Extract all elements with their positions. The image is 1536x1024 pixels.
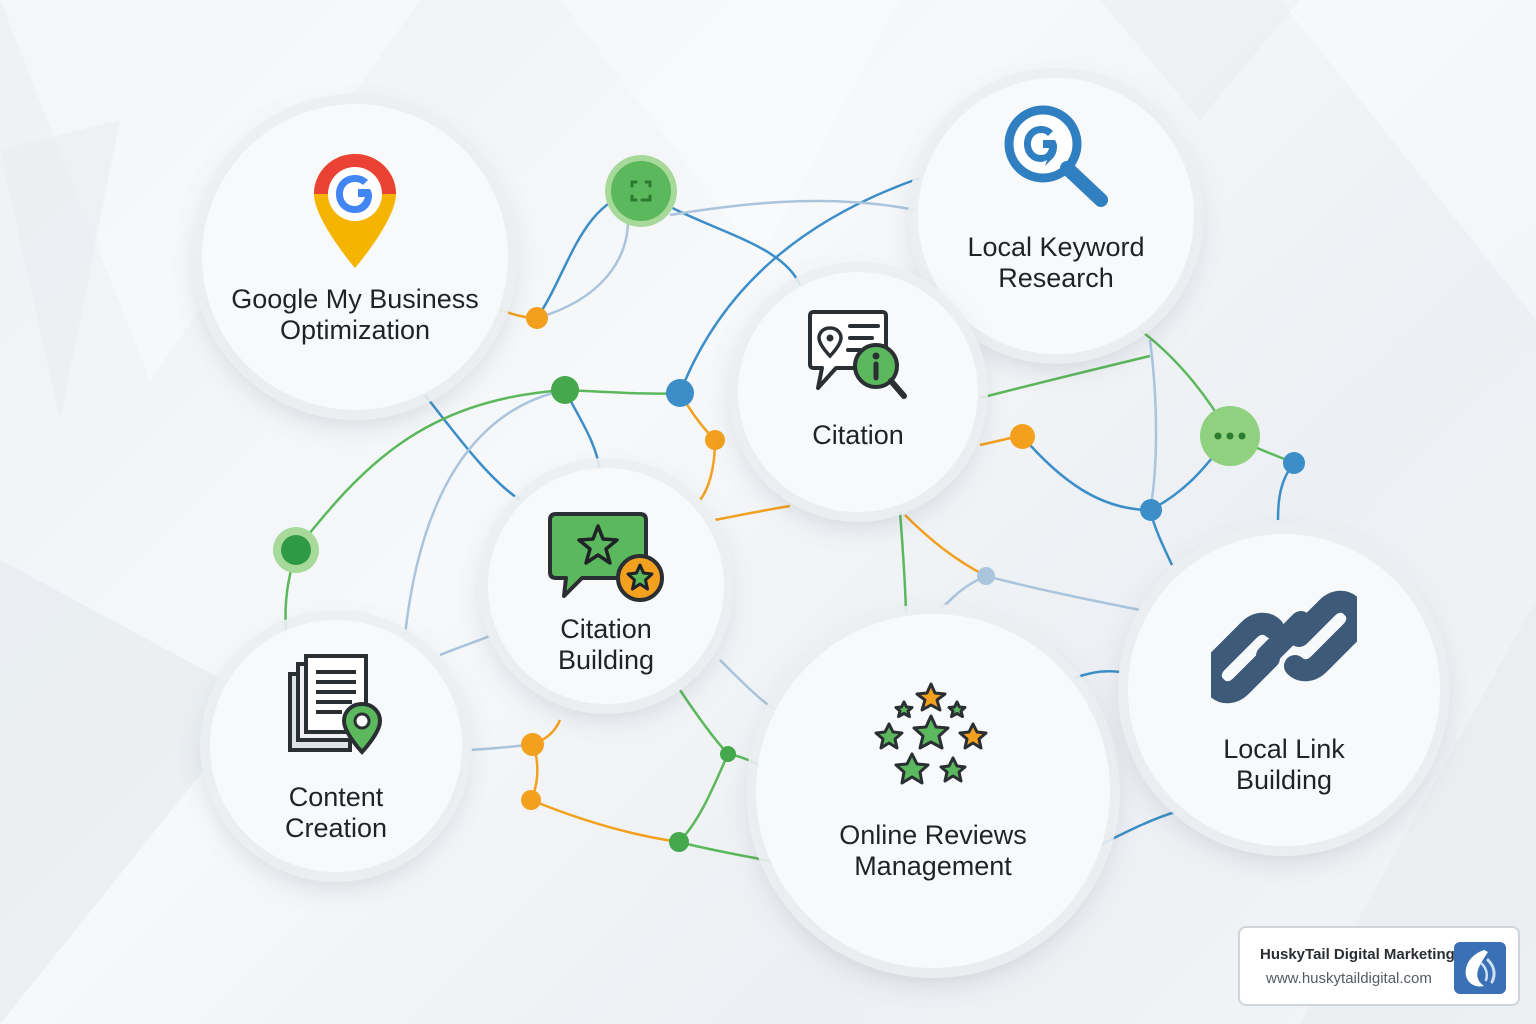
- junction-dot: [705, 430, 725, 450]
- connector-line: [904, 514, 987, 578]
- connector-line: [1148, 339, 1158, 511]
- brand-name: HuskyTail Digital Marketing: [1260, 946, 1455, 963]
- connector-line: [678, 176, 921, 394]
- junction-dot: [1010, 424, 1035, 449]
- node-label: Local Link Building: [1223, 734, 1345, 795]
- node-label: Content Creation: [284, 782, 388, 843]
- connector-line: [985, 574, 1141, 612]
- node-citation-building: Citation Building: [488, 468, 724, 704]
- connector-line: [1074, 670, 1121, 680]
- node-local-keyword-research: Local Keyword Research: [918, 78, 1194, 354]
- connector-line: [669, 199, 916, 217]
- document-location-icon: [288, 654, 383, 755]
- chain-link-icon: [1211, 590, 1357, 704]
- node-google-my-business: Google My Business Optimization: [202, 104, 508, 410]
- connector-line: [536, 214, 630, 320]
- connector-line: [424, 394, 521, 502]
- node-online-reviews-management: Online Reviews Management: [756, 614, 1110, 968]
- keyword-search-icon: [1004, 105, 1108, 207]
- junction-dot: [977, 567, 995, 585]
- google-map-pin-icon: [314, 154, 396, 268]
- connector-line: [719, 659, 776, 712]
- junction-dot: [551, 376, 579, 404]
- junction-dot: [521, 733, 544, 756]
- green-hub-dot: [273, 527, 319, 573]
- connector-line: [1021, 435, 1151, 512]
- chat-star-icon: [548, 512, 664, 602]
- connector-line: [295, 388, 566, 551]
- junction-dot: [1140, 499, 1162, 521]
- connector-line: [564, 388, 681, 395]
- connector-line: [1099, 810, 1176, 847]
- node-content-creation: Content Creation: [210, 620, 462, 872]
- connector-line: [898, 511, 908, 613]
- stars-icon: [874, 682, 988, 785]
- node-label: Online Reviews Management: [839, 820, 1027, 881]
- junction-dot: [720, 746, 736, 762]
- brand-card[interactable]: HuskyTail Digital Marketing www.huskytai…: [1238, 926, 1520, 1006]
- junction-dot: [666, 379, 694, 407]
- green-hub-icon: [605, 155, 677, 227]
- node-local-link-building: Local Link Building: [1128, 534, 1440, 846]
- brand-url[interactable]: www.huskytaildigital.com: [1266, 970, 1432, 987]
- connector-line: [530, 798, 680, 844]
- connector-line: [714, 504, 791, 522]
- connector-line: [979, 354, 1151, 400]
- connector-line: [439, 634, 491, 657]
- citation-info-icon: [808, 310, 907, 399]
- junction-dot: [669, 832, 689, 852]
- node-label: Citation Building: [557, 614, 655, 675]
- huskytail-logo-icon: [1454, 942, 1506, 994]
- junction-dot: [521, 790, 541, 810]
- connector-line: [403, 388, 566, 636]
- connector-line: [678, 689, 729, 755]
- node-label: Local Keyword Research: [967, 232, 1145, 293]
- junction-dot: [1283, 452, 1305, 474]
- node-label: Citation: [812, 420, 904, 450]
- connector-line: [678, 753, 730, 843]
- ellipsis-hub-icon: [1200, 406, 1260, 466]
- junction-dot: [526, 307, 548, 329]
- node-citation: Citation: [738, 272, 978, 512]
- node-label: Google My Business Optimization: [231, 284, 479, 345]
